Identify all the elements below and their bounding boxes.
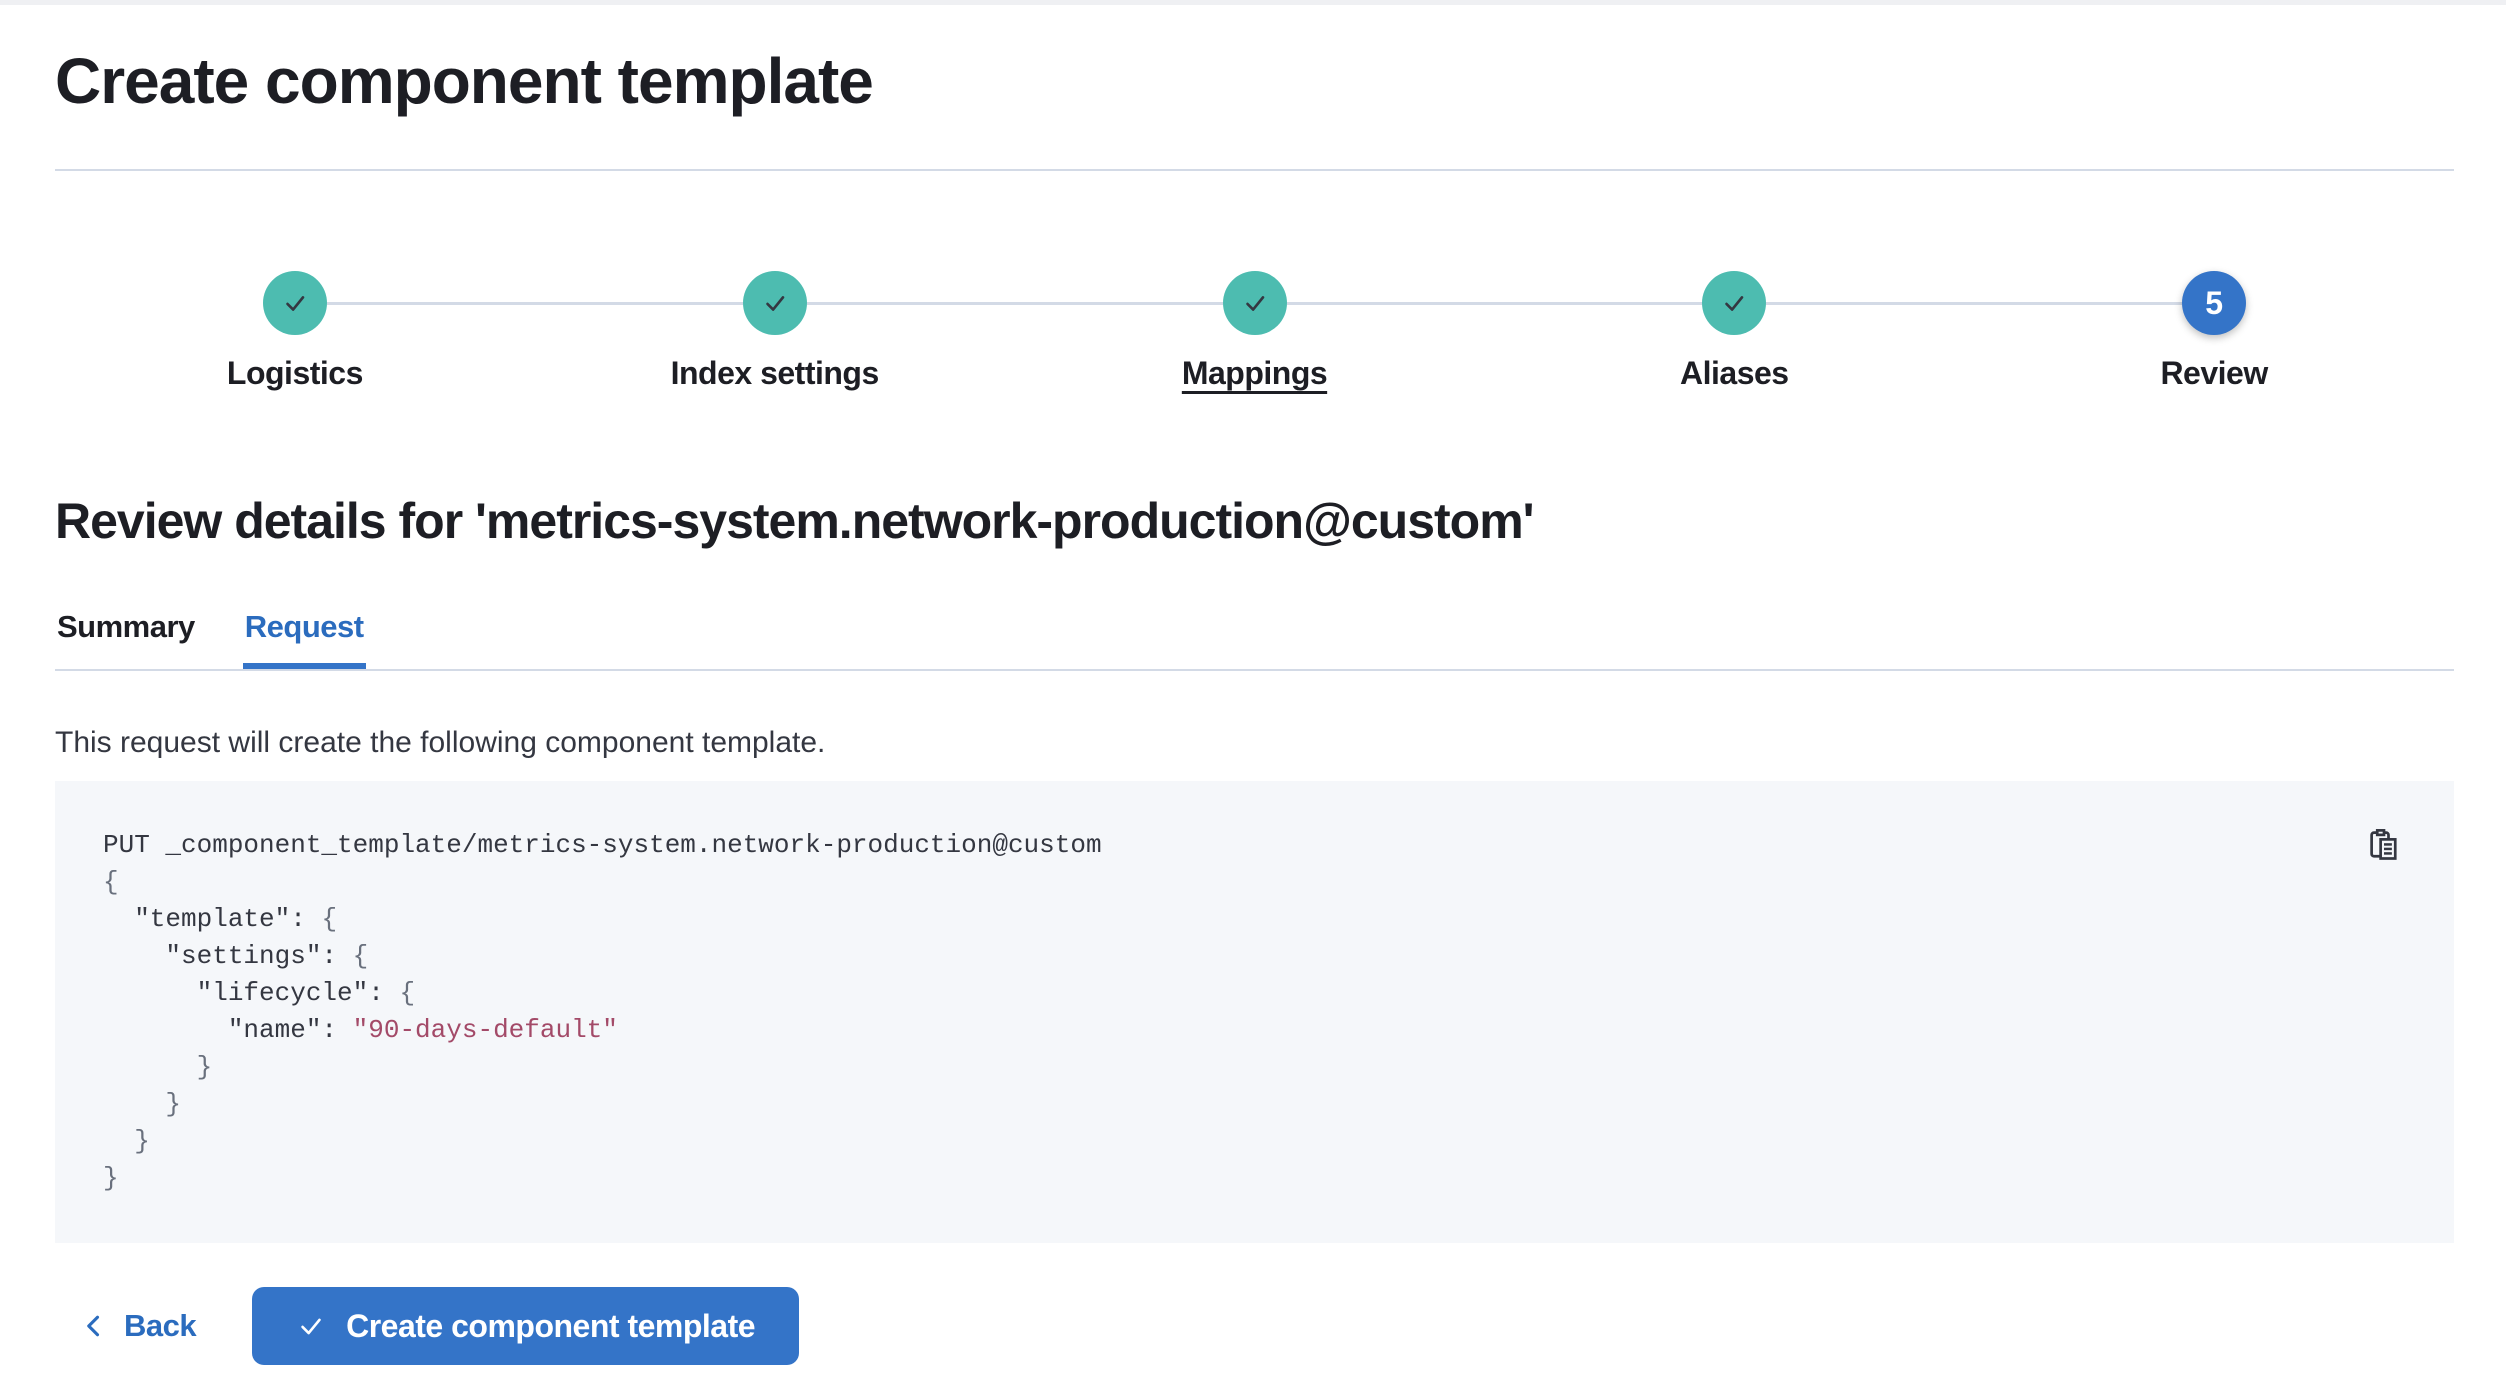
step-label[interactable]: Logistics — [226, 355, 363, 391]
step-line-row — [55, 271, 535, 335]
step-label[interactable]: Mappings — [1181, 355, 1328, 391]
step-line-row — [1014, 271, 1495, 335]
step-circle: 5 — [2182, 271, 2247, 335]
step-mappings[interactable]: Mappings — [1014, 271, 1495, 393]
check-icon — [1719, 288, 1749, 318]
title-divider — [55, 169, 2454, 171]
step-aliases[interactable]: Aliases — [1494, 271, 1975, 393]
step-connector-line — [1766, 301, 1975, 305]
check-icon — [296, 1311, 326, 1341]
code-line: { — [103, 867, 119, 897]
step-line-row — [1494, 271, 1975, 335]
top-edge-strip — [0, 0, 2506, 5]
code-line: } — [103, 1052, 213, 1082]
code-line: "settings": { — [103, 941, 369, 971]
step-circle — [1222, 271, 1287, 335]
request-description: This request will create the following c… — [55, 726, 826, 759]
step-label[interactable]: Aliases — [1680, 355, 1789, 391]
step-logistics[interactable]: Logistics — [55, 271, 535, 393]
step-line-row: 5 — [1974, 271, 2454, 335]
tab-request[interactable]: Request — [243, 607, 366, 669]
copy-clipboard-icon — [2366, 829, 2402, 866]
step-connector-line — [1014, 301, 1223, 305]
step-connector-line — [806, 301, 1015, 305]
code-line: "template": { — [103, 904, 338, 934]
step-label[interactable]: Index settings — [670, 355, 880, 391]
code-line: "name": "90-days-default" — [103, 1015, 618, 1045]
step-circle — [742, 271, 807, 335]
footer-actions: Back Create component template — [55, 1287, 2454, 1365]
step-connector-line — [534, 301, 743, 305]
check-icon — [280, 288, 310, 318]
back-button[interactable]: Back — [80, 1308, 197, 1344]
step-review[interactable]: 5 Review — [1974, 271, 2454, 393]
step-label[interactable]: Review — [2160, 355, 2268, 391]
review-heading: Review details for 'metrics-system.netwo… — [55, 493, 1535, 549]
check-icon — [1240, 288, 1270, 318]
code-line: PUT _component_template/metrics-system.n… — [103, 830, 1102, 860]
code-line: } — [103, 1089, 182, 1119]
step-connector-line — [1974, 301, 2183, 305]
step-index-settings[interactable]: Index settings — [534, 271, 1015, 393]
step-number: 5 — [2205, 285, 2223, 321]
back-label: Back — [124, 1308, 197, 1343]
copy-button[interactable] — [2362, 823, 2406, 867]
chevron-left-icon — [80, 1312, 108, 1340]
submit-label: Create component template — [346, 1307, 756, 1344]
tabs: Summary Request — [55, 607, 2454, 671]
create-component-template-button[interactable]: Create component template — [252, 1287, 800, 1365]
step-connector-line — [1286, 301, 1495, 305]
check-icon — [760, 288, 790, 318]
page-title: Create component template — [55, 45, 874, 117]
step-circle — [262, 271, 327, 335]
step-progress: Logistics Index settings — [55, 271, 2454, 393]
step-circle — [1702, 271, 1767, 335]
step-connector-line — [326, 301, 535, 305]
code-line: } — [103, 1126, 150, 1156]
step-line-row — [534, 271, 1015, 335]
step-connector-line — [1494, 301, 1703, 305]
code-line: } — [103, 1163, 119, 1193]
page-content: Create component template Logistics — [0, 43, 2506, 1365]
tab-summary[interactable]: Summary — [55, 607, 197, 669]
code-content: PUT _component_template/metrics-system.n… — [103, 827, 2406, 1197]
code-line: "lifecycle": { — [103, 978, 416, 1008]
request-code-block: PUT _component_template/metrics-system.n… — [55, 781, 2454, 1243]
